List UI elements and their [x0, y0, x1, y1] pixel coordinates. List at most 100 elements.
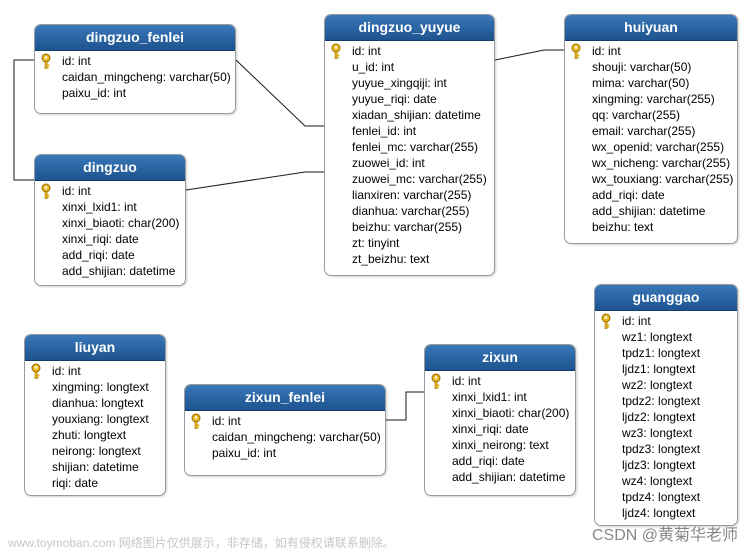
key-icon — [430, 373, 445, 389]
table-field: xinxi_riqi: date — [425, 421, 575, 437]
table-field: wx_touxiang: varchar(255) — [565, 171, 737, 187]
field-label: add_riqi: date — [452, 454, 525, 468]
field-label: beizhu: text — [592, 220, 654, 234]
table-field: ljdz2: longtext — [595, 409, 737, 425]
table-title: huiyuan — [565, 15, 737, 41]
field-label: zuowei_mc: varchar(255) — [352, 172, 487, 186]
table-field: riqi: date — [25, 475, 165, 491]
table-title: zixun_fenlei — [185, 385, 385, 411]
table-field: u_id: int — [325, 59, 494, 75]
table-field: dianhua: varchar(255) — [325, 203, 494, 219]
watermark-left: www.toymoban.com 网络图片仅供展示，非存储，如有侵权请联系删除。 — [8, 536, 395, 550]
primary-key-field: id: int — [565, 43, 737, 59]
primary-key-field: id: int — [595, 313, 737, 329]
table-field: shouji: varchar(50) — [565, 59, 737, 75]
table-field: add_shijian: datetime — [425, 469, 575, 485]
field-label: zuowei_id: int — [352, 156, 425, 170]
field-label: tpdz2: longtext — [622, 394, 701, 408]
table-field: add_riqi: date — [565, 187, 737, 203]
table-field: xinxi_neirong: text — [425, 437, 575, 453]
field-label: xinxi_neirong: text — [452, 438, 549, 452]
field-label: add_shijian: datetime — [452, 470, 566, 484]
field-label: dianhua: longtext — [52, 396, 144, 410]
field-label: zhuti: longtext — [52, 428, 127, 442]
table-field: zuowei_mc: varchar(255) — [325, 171, 494, 187]
field-label: paixu_id: int — [212, 446, 277, 460]
table-field: shijian: datetime — [25, 459, 165, 475]
table-field: add_shijian: datetime — [565, 203, 737, 219]
field-label: wz3: longtext — [622, 426, 693, 440]
field-label: caidan_mingcheng: varchar(50) — [62, 70, 231, 84]
table-field: ljdz4: longtext — [595, 505, 737, 521]
field-label: xiadan_shijian: datetime — [352, 108, 481, 122]
table-field: wx_nicheng: varchar(255) — [565, 155, 737, 171]
table-field: mima: varchar(50) — [565, 75, 737, 91]
table-title: zixun — [425, 345, 575, 371]
table-field: ljdz1: longtext — [595, 361, 737, 377]
field-label: fenlei_id: int — [352, 124, 417, 138]
table-title: liuyan — [25, 335, 165, 361]
table-field: paixu_id: int — [35, 85, 235, 101]
key-icon — [600, 313, 615, 329]
primary-key-field: id: int — [25, 363, 165, 379]
field-label: mima: varchar(50) — [592, 76, 690, 90]
field-label: add_shijian: datetime — [62, 264, 176, 278]
key-icon — [40, 53, 55, 69]
field-label: xingming: longtext — [52, 380, 149, 394]
table-field: fenlei_mc: varchar(255) — [325, 139, 494, 155]
field-label: xinxi_riqi: date — [62, 232, 139, 246]
primary-key-field: id: int — [325, 43, 494, 59]
relation-line-zixun_fenlei-zixun — [386, 391, 424, 421]
table-field: ljdz3: longtext — [595, 457, 737, 473]
table-field: xingming: varchar(255) — [565, 91, 737, 107]
table-field: email: varchar(255) — [565, 123, 737, 139]
table-field: wx_openid: varchar(255) — [565, 139, 737, 155]
table-field: tpdz1: longtext — [595, 345, 737, 361]
field-label: zt: tinyint — [352, 236, 400, 250]
field-label: paixu_id: int — [62, 86, 127, 100]
table-field: xingming: longtext — [25, 379, 165, 395]
table-field: wz2: longtext — [595, 377, 737, 393]
table-field: xinxi_biaoti: char(200) — [425, 405, 575, 421]
key-icon — [190, 413, 205, 429]
field-label: ljdz2: longtext — [622, 410, 696, 424]
table-field: zuowei_id: int — [325, 155, 494, 171]
table-field: beizhu: text — [565, 219, 737, 235]
field-label: xinxi_lxid1: int — [62, 200, 137, 214]
table-field: dianhua: longtext — [25, 395, 165, 411]
field-label: xinxi_riqi: date — [452, 422, 529, 436]
field-label: youxiang: longtext — [52, 412, 149, 426]
field-label: shouji: varchar(50) — [592, 60, 692, 74]
relation-line-dingzuo-dingzuo_yuyue — [185, 171, 324, 191]
table-field: add_shijian: datetime — [35, 263, 185, 279]
field-label: id: int — [212, 414, 241, 428]
field-label: tpdz3: longtext — [622, 442, 701, 456]
field-label: xinxi_biaoti: char(200) — [62, 216, 180, 230]
table-field: caidan_mingcheng: varchar(50) — [35, 69, 235, 85]
field-label: wz1: longtext — [622, 330, 693, 344]
table-field: tpdz4: longtext — [595, 489, 737, 505]
primary-key-field: id: int — [185, 413, 385, 429]
table-title: dingzuo — [35, 155, 185, 181]
table-field: qq: varchar(255) — [565, 107, 737, 123]
field-label: riqi: date — [52, 476, 99, 490]
field-label: xinxi_lxid1: int — [452, 390, 527, 404]
table-field: lianxiren: varchar(255) — [325, 187, 494, 203]
relation-line-dingzuo_yuyue-huiyuan — [494, 49, 564, 61]
